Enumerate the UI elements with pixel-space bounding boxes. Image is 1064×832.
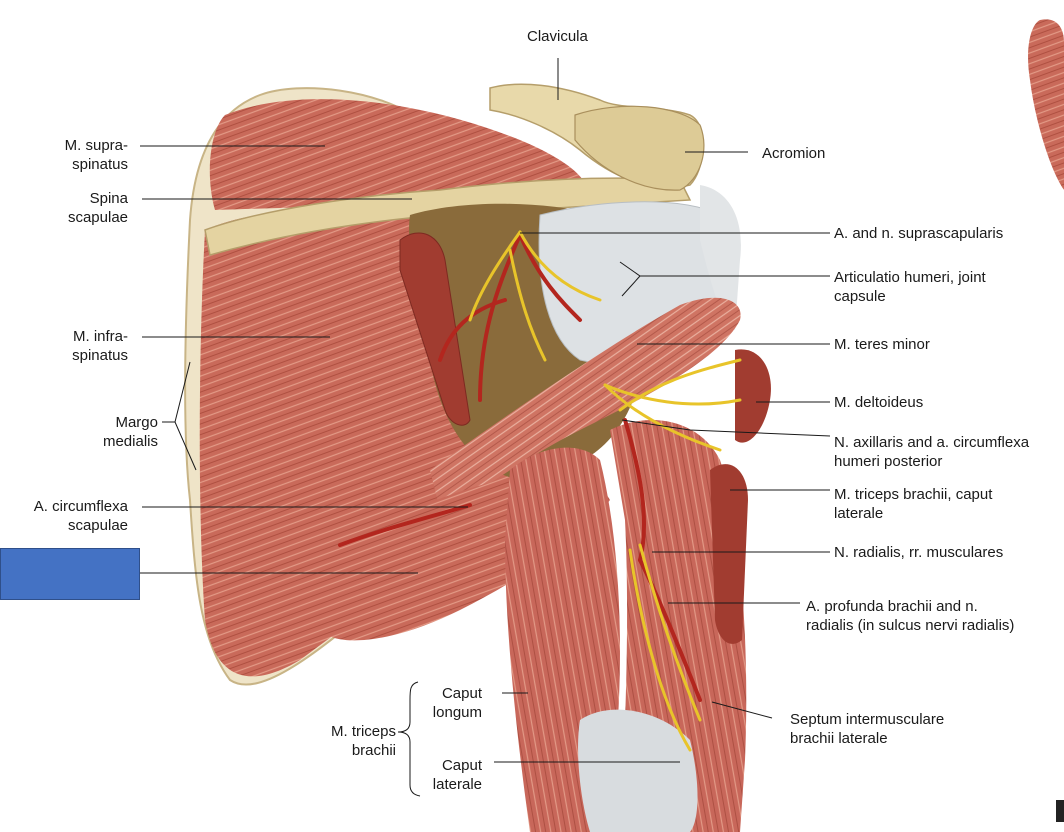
label-m-infraspinatus: M. infra-spinatus xyxy=(72,328,128,364)
label-n-radialis-rr: N. radialis, rr. musculares xyxy=(834,544,1004,561)
label-m-deltoideus: M. deltoideus xyxy=(834,394,924,411)
triceps-tendon xyxy=(578,709,698,832)
label-m-supraspinatus: M. supra-spinatus xyxy=(64,137,128,173)
label-acromion: Acromion xyxy=(762,145,826,162)
lateral-cut-muscle xyxy=(710,464,748,644)
supraspinatus-muscle xyxy=(209,99,588,210)
edge-mark xyxy=(1056,800,1064,822)
nerves xyxy=(468,230,742,752)
cut-muscle-section xyxy=(399,232,471,426)
label-a-profunda-brachii: A. profunda brachii and n.radialis (in s… xyxy=(806,598,1015,634)
hidden-label-box xyxy=(0,548,140,600)
humeral-head xyxy=(700,185,741,330)
teres-minor-muscle xyxy=(430,297,741,510)
adjacent-panel-muscle xyxy=(1028,19,1064,191)
label-a-n-suprascapularis: A. and n. suprascapularis xyxy=(834,225,1004,242)
label-clavicula: Clavicula xyxy=(527,28,588,45)
deltoid-cut xyxy=(735,349,771,443)
acromion-bone xyxy=(574,105,705,191)
label-m-teres-minor: M. teres minor xyxy=(834,336,930,353)
spina-scapulae-bone xyxy=(204,177,692,256)
